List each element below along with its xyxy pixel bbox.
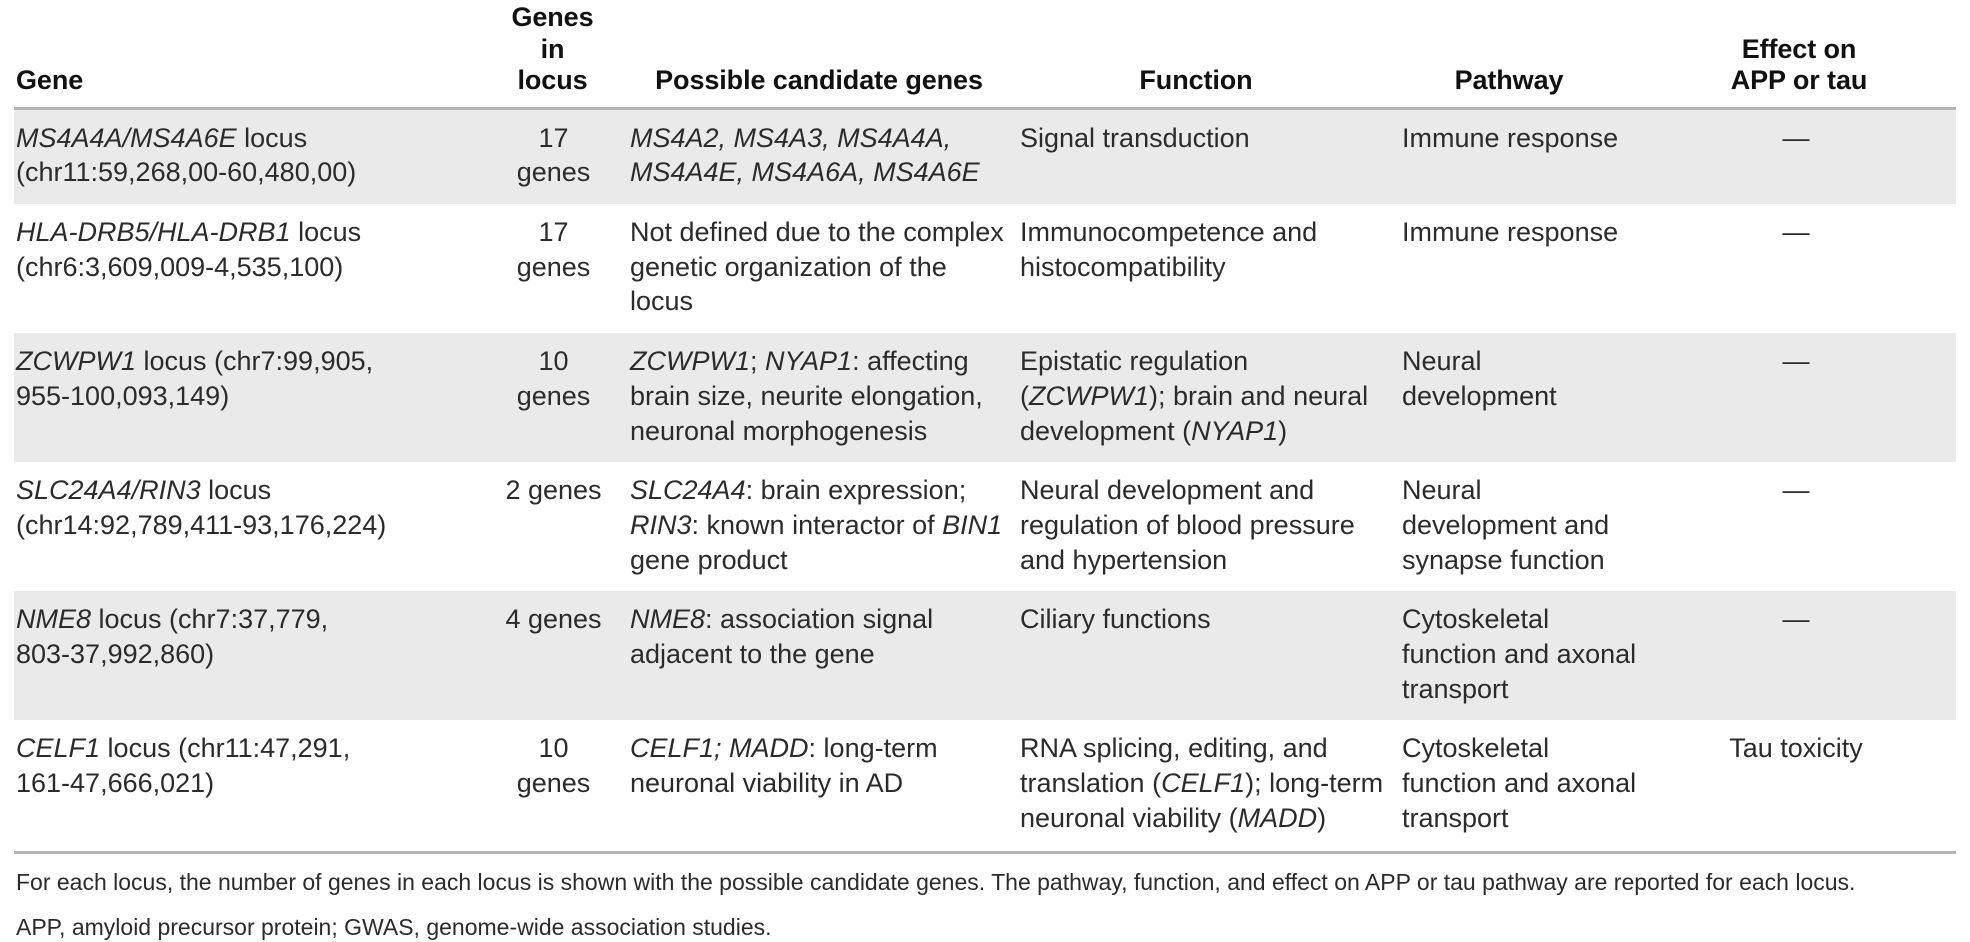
gene-loci-table: Gene Genes in locus Possible candidate g…	[14, 0, 1956, 852]
column-header-effect-line1: Effect on	[1741, 33, 1857, 64]
gene-suffix: locus	[200, 475, 272, 506]
column-header-effect-on-app-or-tau: Effect on APP or tau	[1650, 0, 1956, 110]
cell-gene: CELF1 locus (chr11:47,291, 161-47,666,02…	[14, 720, 501, 852]
candidate-gene-list: MS4A2, MS4A3, MS4A4A, MS4A4E, MS4A6A, MS…	[630, 122, 980, 188]
cell-function: Immunocompetence and histocompatibility	[1016, 204, 1398, 334]
function-gene-symbol: MADD	[1237, 802, 1318, 833]
footnote-abbreviations: APP, amyloid precursor protein; GWAS, ge…	[16, 914, 772, 941]
candidate-gene-symbol: SLC24A4	[630, 475, 746, 506]
cell-gene: MS4A4A/MS4A6E locus (chr11:59,268,00-60,…	[14, 108, 501, 205]
candidate-gene-symbol: CELF1; MADD	[630, 733, 809, 764]
gene-suffix: locus	[236, 122, 308, 153]
cell-candidate-genes: ZCWPW1; NYAP1: affecting brain size, neu…	[626, 333, 1016, 463]
cell-function: Neural development and regulation of blo…	[1016, 462, 1398, 592]
gene-suffix: locus (chr11:47,291,	[100, 733, 351, 764]
cell-candidate-genes: Not defined due to the complex genetic o…	[626, 204, 1016, 334]
gene-coordinates: (chr6:3,609,009-4,535,100)	[16, 251, 344, 282]
column-header-genes-in-locus-line1: Genes in	[511, 2, 594, 64]
cell-effect: —	[1650, 333, 1956, 463]
cell-candidate-genes: SLC24A4: brain expression; RIN3: known i…	[626, 462, 1016, 592]
table-row: ZCWPW1 locus (chr7:99,905, 955-100,093,1…	[14, 333, 1956, 463]
cell-gene: NME8 locus (chr7:37,779, 803-37,992,860)	[14, 591, 501, 721]
candidate-gene-symbol: NYAP1	[765, 346, 853, 377]
gene-suffix: locus	[290, 217, 362, 248]
cell-gene: ZCWPW1 locus (chr7:99,905, 955-100,093,1…	[14, 333, 501, 463]
cell-candidate-genes: NME8: association signal adjacent to the…	[626, 591, 1016, 721]
gene-symbol: SLC24A4/RIN3	[16, 475, 201, 506]
gene-suffix: locus (chr7:99,905,	[135, 346, 374, 377]
gene-coordinates: 161-47,666,021)	[16, 768, 215, 799]
cell-gene: HLA-DRB5/HLA-DRB1 locus (chr6:3,609,009-…	[14, 204, 501, 334]
cell-effect: —	[1650, 204, 1956, 334]
table-body: MS4A4A/MS4A6E locus (chr11:59,268,00-60,…	[14, 108, 1956, 852]
gene-symbol: NME8	[16, 604, 92, 635]
table-footnotes: For each locus, the number of genes in e…	[14, 851, 1956, 942]
cell-candidate-genes: MS4A2, MS4A3, MS4A4A, MS4A4E, MS4A6A, MS…	[626, 108, 1016, 205]
cell-genes-in-locus: 2 genes	[501, 462, 626, 592]
gene-coordinates: (chr14:92,789,411-93,176,224)	[16, 509, 387, 540]
cell-genes-in-locus: 10 genes	[501, 720, 626, 852]
cell-gene: SLC24A4/RIN3 locus (chr14:92,789,411-93,…	[14, 462, 501, 592]
column-header-pathway: Pathway	[1398, 0, 1650, 110]
table-row: CELF1 locus (chr11:47,291, 161-47,666,02…	[14, 720, 1956, 852]
gene-coordinates: 955-100,093,149)	[16, 380, 230, 411]
cell-genes-in-locus: 17 genes	[501, 108, 626, 205]
table-row: NME8 locus (chr7:37,779, 803-37,992,860)…	[14, 591, 1956, 721]
column-header-gene: Gene	[14, 0, 501, 110]
cell-function: Signal transduction	[1016, 108, 1398, 205]
cell-pathway: Immune response	[1398, 108, 1650, 205]
table-row: HLA-DRB5/HLA-DRB1 locus (chr6:3,609,009-…	[14, 204, 1956, 334]
column-header-effect-line2: APP or tau	[1730, 65, 1868, 96]
table-row: MS4A4A/MS4A6E locus (chr11:59,268,00-60,…	[14, 108, 1956, 205]
cell-function: Epistatic regulation (ZCWPW1); brain and…	[1016, 333, 1398, 463]
function-gene-symbol: CELF1	[1161, 768, 1246, 799]
candidate-gene-symbol: NME8	[630, 604, 706, 635]
cell-pathway: Neural development	[1398, 333, 1650, 463]
column-header-genes-in-locus-line2: locus	[517, 65, 588, 96]
cell-function: RNA splicing, editing, and translation (…	[1016, 720, 1398, 852]
gene-symbol: CELF1	[16, 733, 101, 764]
cell-function: Ciliary functions	[1016, 591, 1398, 721]
candidate-gene-symbol: RIN3	[630, 509, 692, 540]
footnote-caption: For each locus, the number of genes in e…	[16, 869, 1856, 896]
table-header-row: Gene Genes in locus Possible candidate g…	[14, 0, 1956, 110]
cell-genes-in-locus: 10 genes	[501, 333, 626, 463]
cell-pathway: Neural development and synapse function	[1398, 462, 1650, 592]
table-header: Gene Genes in locus Possible candidate g…	[14, 0, 1956, 110]
candidate-gene-symbol: BIN1	[942, 509, 1003, 540]
cell-pathway: Cytoskeletal function and axonal transpo…	[1398, 591, 1650, 721]
cell-effect: Tau toxicity	[1650, 720, 1956, 852]
gene-coordinates: (chr11:59,268,00-60,480,00)	[16, 157, 357, 188]
gene-suffix: locus (chr7:37,779,	[91, 604, 329, 635]
gene-loci-table-figure: Gene Genes in locus Possible candidate g…	[14, 0, 1956, 940]
gene-symbol: HLA-DRB5/HLA-DRB1	[16, 217, 291, 248]
cell-pathway: Cytoskeletal function and axonal transpo…	[1398, 720, 1650, 852]
function-gene-symbol: NYAP1	[1191, 415, 1279, 446]
cell-pathway: Immune response	[1398, 204, 1650, 334]
cell-genes-in-locus: 4 genes	[501, 591, 626, 721]
column-header-function: Function	[1016, 0, 1398, 110]
cell-genes-in-locus: 17 genes	[501, 204, 626, 334]
table-row: SLC24A4/RIN3 locus (chr14:92,789,411-93,…	[14, 462, 1956, 592]
cell-effect: —	[1650, 108, 1956, 205]
cell-effect: —	[1650, 591, 1956, 721]
candidate-gene-symbol: ZCWPW1	[630, 346, 750, 377]
gene-symbol: ZCWPW1	[16, 346, 136, 377]
gene-coordinates: 803-37,992,860)	[16, 638, 215, 669]
function-gene-symbol: ZCWPW1	[1029, 380, 1149, 411]
column-header-genes-in-locus: Genes in locus	[501, 0, 626, 110]
gene-symbol: MS4A4A/MS4A6E	[16, 122, 237, 153]
column-header-possible-candidate-genes: Possible candidate genes	[626, 0, 1016, 110]
cell-candidate-genes: CELF1; MADD: long-term neuronal viabilit…	[626, 720, 1016, 852]
cell-effect: —	[1650, 462, 1956, 592]
